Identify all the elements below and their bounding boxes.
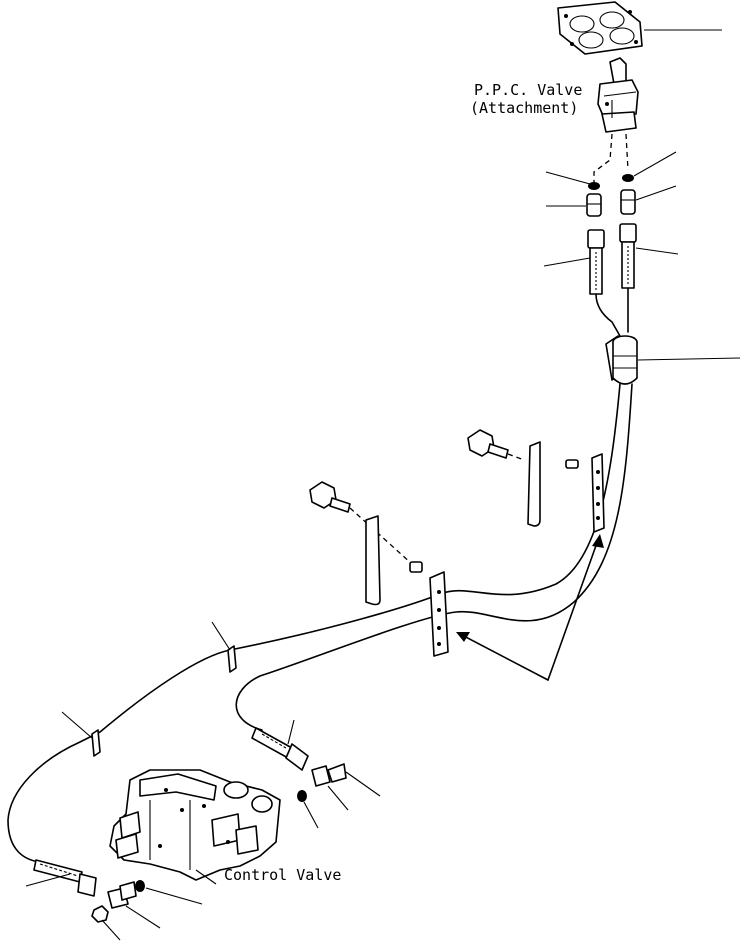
leader-o-ring-right-lower	[303, 801, 319, 829]
ppc-valve	[597, 57, 639, 133]
hose-clamp	[605, 335, 638, 385]
control-valve	[109, 769, 281, 881]
plate-lower	[429, 571, 449, 657]
hose-main-1	[7, 383, 621, 863]
o-ring-left-lower	[135, 880, 145, 892]
o-ring-left	[588, 182, 600, 190]
bolt-lower	[309, 481, 413, 565]
nut-lower-left	[91, 905, 109, 923]
leader-nut-lower-left	[101, 919, 121, 941]
fitting-left	[586, 193, 602, 217]
clip-lower	[365, 515, 381, 606]
elbow-right	[311, 763, 347, 787]
o-ring-right-lower	[297, 790, 307, 802]
fitting-right	[620, 189, 636, 215]
leader-o-ring-left	[545, 171, 591, 185]
leader-elbow-right-2	[327, 785, 349, 811]
leader-control-valve	[195, 869, 217, 885]
leader-hose-end-left	[25, 873, 71, 887]
hose-clip-1	[227, 645, 237, 673]
leader-hose-clip-2	[61, 711, 93, 739]
hose-left-upper	[587, 229, 605, 295]
ppc-outlet-line-left	[593, 133, 613, 186]
leader-hose-left	[543, 257, 591, 267]
hose-end-left	[33, 859, 97, 897]
leader-o-ring-left-lower	[145, 887, 203, 905]
leader-fitting-right	[635, 185, 677, 201]
arrow-pointers	[456, 534, 604, 681]
spacer-lower	[409, 561, 423, 573]
leader-elbow-right	[345, 771, 381, 797]
control-valve-label: Control Valve	[224, 866, 341, 884]
spacer-upper	[565, 459, 579, 469]
elbow-left	[107, 881, 137, 909]
ppc-valve-sublabel: (Attachment)	[470, 99, 578, 117]
leader-hose-clip-1	[211, 621, 231, 651]
leader-hose-end-right	[287, 719, 295, 745]
leader-hose-right	[635, 247, 679, 255]
leader-o-ring-right	[633, 151, 677, 177]
bolt-upper	[467, 429, 525, 461]
hose-clip-2	[91, 729, 101, 757]
leader-clamp	[637, 357, 740, 361]
leader-elbow-left	[125, 905, 161, 929]
hose-left-line-to-clamp	[595, 293, 621, 337]
hose-end-right	[251, 727, 309, 771]
plate-upper	[591, 453, 605, 533]
o-ring-right	[622, 174, 634, 182]
clip-upper	[527, 441, 541, 527]
ppc-outlet-line-right	[625, 133, 629, 171]
gasket-plate	[557, 1, 643, 55]
hose-main-2	[235, 383, 633, 731]
ppc-valve-label: P.P.C. Valve	[474, 81, 582, 99]
hose-right-upper	[619, 223, 637, 289]
